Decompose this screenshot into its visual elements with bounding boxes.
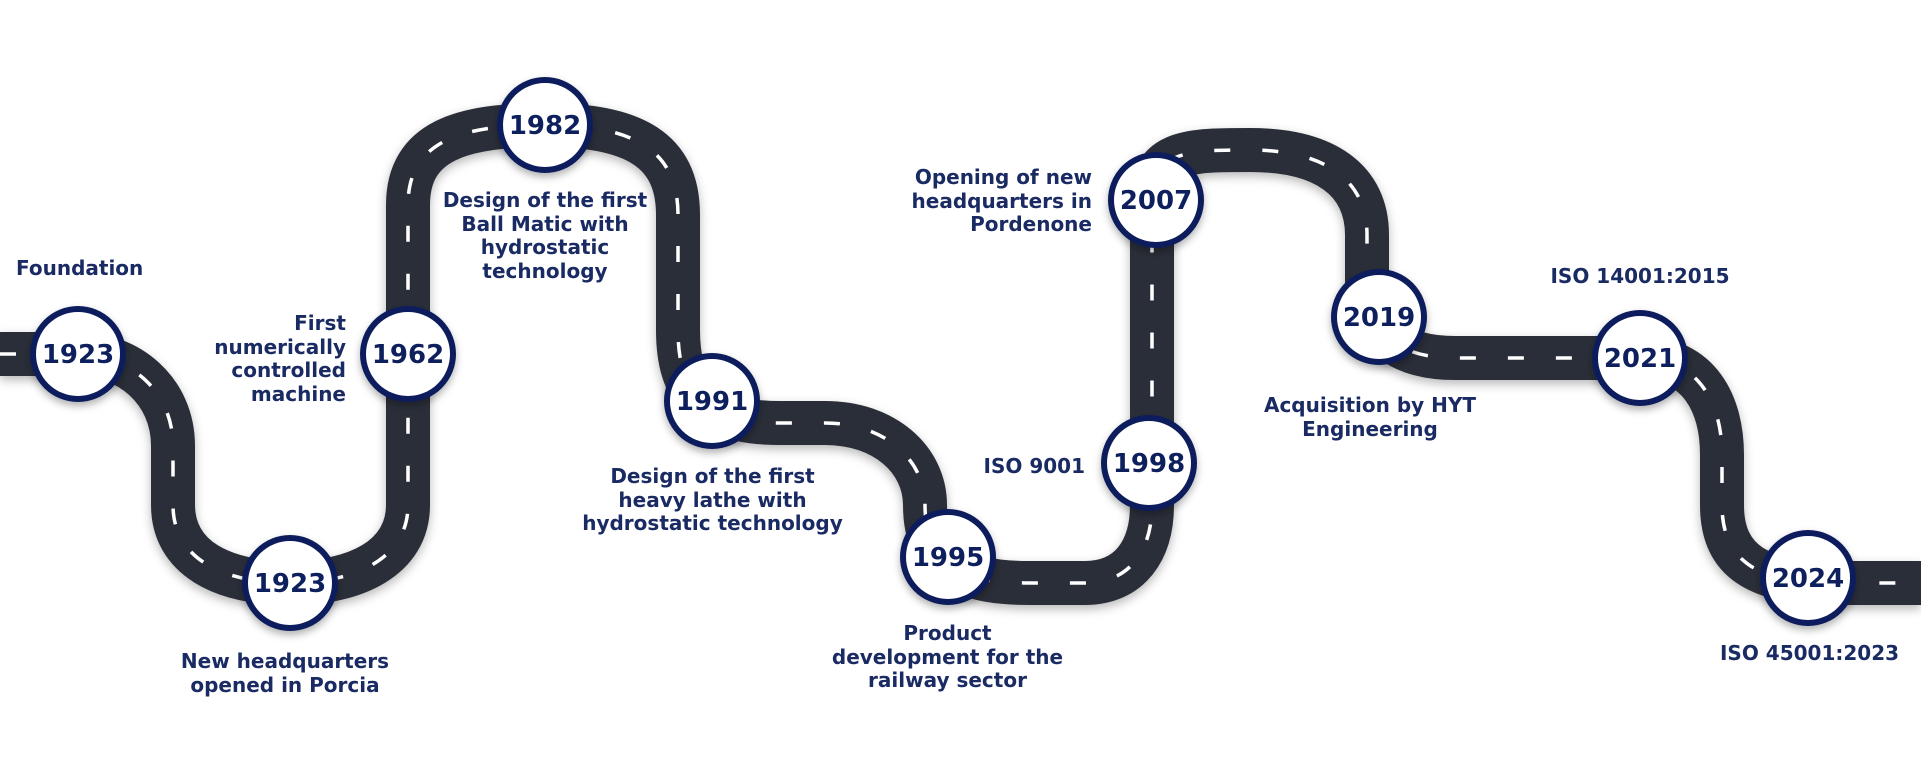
milestone-node-5: 1991	[664, 353, 760, 449]
milestone-year-label: 1923	[254, 569, 326, 599]
milestone-year-label: 1982	[509, 111, 581, 141]
milestone-caption-5: Design of the first heavy lathe with hyd…	[582, 464, 843, 535]
milestone-caption-9: Acquisition by HYT Engineering	[1263, 393, 1477, 441]
milestone-year-label: 1962	[372, 340, 444, 370]
milestone-node-6: 1995	[900, 509, 996, 605]
milestone-caption-11: ISO 45001:2023	[1719, 641, 1900, 665]
milestone-caption-2: New headquarters opened in Porcia	[180, 649, 390, 697]
milestone-circle	[242, 535, 338, 631]
milestone-year-label: 1998	[1113, 449, 1185, 479]
milestone-caption-8: Opening of new headquarters in Pordenone	[911, 165, 1092, 236]
milestone-circle	[30, 306, 126, 402]
milestone-node-2: 1923	[242, 535, 338, 631]
milestone-caption-10: ISO 14001:2015	[1550, 264, 1730, 288]
milestone-node-4: 1982	[497, 77, 593, 173]
milestone-circle	[1108, 152, 1204, 248]
milestone-year-label: 2024	[1772, 564, 1844, 594]
milestone-node-11: 2024	[1760, 530, 1856, 626]
milestone-year-label: 2007	[1120, 186, 1192, 216]
milestone-node-9: 2019	[1331, 269, 1427, 365]
milestone-circle	[900, 509, 996, 605]
milestone-node-3: 1962	[360, 306, 456, 402]
milestone-year-label: 1923	[42, 340, 114, 370]
milestone-caption-1: Foundation	[16, 256, 144, 280]
milestone-year-label: 1991	[676, 387, 748, 417]
milestone-year-label: 1995	[912, 543, 984, 573]
milestone-circle	[497, 77, 593, 173]
milestone-node-8: 2007	[1108, 152, 1204, 248]
milestone-node-10: 2021	[1592, 310, 1688, 406]
milestone-caption-4: Design of the first Ball Matic with hydr…	[442, 188, 648, 283]
milestone-circle	[1331, 269, 1427, 365]
milestone-circle	[360, 306, 456, 402]
milestone-circle	[664, 353, 760, 449]
milestone-node-7: 1998	[1101, 415, 1197, 511]
milestone-year-label: 2019	[1343, 303, 1415, 333]
milestone-caption-7: ISO 9001	[983, 454, 1085, 478]
milestone-caption-6: Product development for the railway sect…	[831, 621, 1064, 692]
milestone-circle	[1592, 310, 1688, 406]
lane-markings	[0, 123, 1921, 585]
milestone-node-1: 1923	[30, 306, 126, 402]
milestone-circle	[1760, 530, 1856, 626]
milestone-year-label: 2021	[1604, 344, 1676, 374]
milestone-caption-3: First numerically controlled machine	[214, 311, 346, 406]
milestone-circle	[1101, 415, 1197, 511]
milestone-nodes: 1923 1923 1962 1982 1991 1995 1998 2007 2019 2021…	[30, 77, 1856, 631]
